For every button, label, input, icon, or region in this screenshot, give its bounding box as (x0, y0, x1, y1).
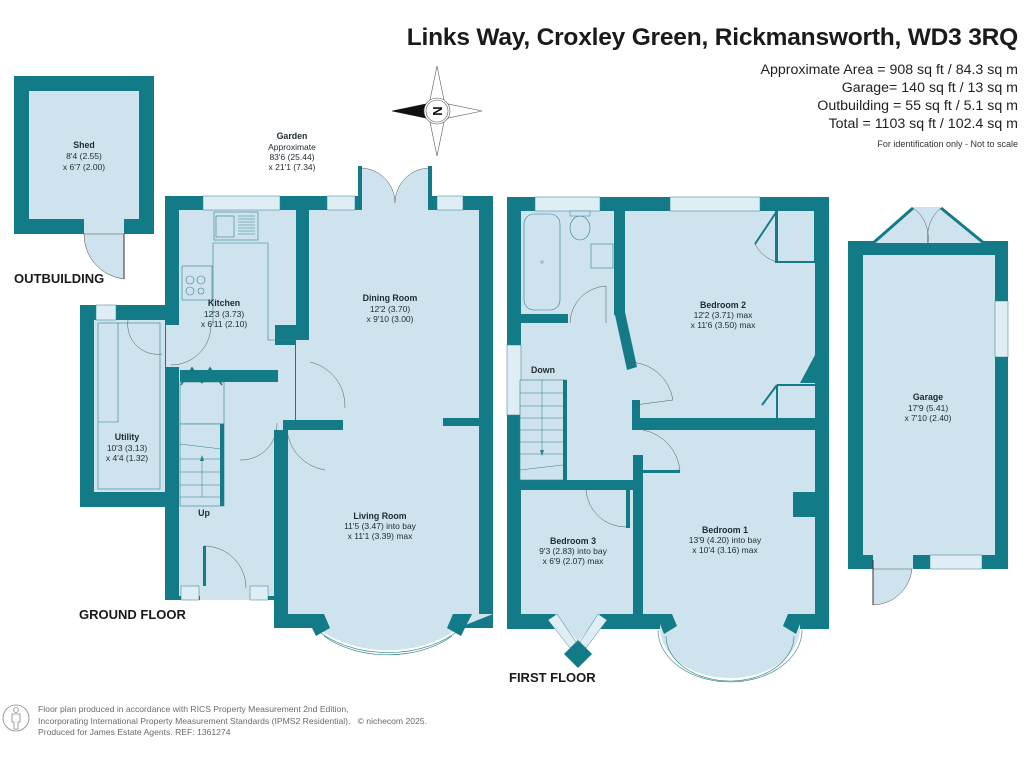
footer-line-2-text: Incorporating International Property Mea… (38, 715, 351, 726)
bedroom-1-dim1: 13'9 (4.20) into bay (689, 535, 762, 545)
kitchen-dim1: 12'3 (3.73) (204, 309, 245, 319)
bedroom-1-dim2: x 10'4 (3.16) max (692, 545, 758, 555)
bedroom-2-dim1: 12'2 (3.71) max (694, 310, 754, 320)
outbuilding-floor-label: OUTBUILDING (14, 271, 104, 286)
copyright: © nichecom 2025. (357, 715, 427, 726)
footer-line-2: Incorporating International Property Mea… (38, 716, 427, 728)
area-outbuilding: Outbuilding = 55 sq ft / 5.1 sq m (817, 98, 1018, 114)
dining-room-dim2: x 9'10 (3.00) (367, 314, 414, 324)
garage-plan: Garage 17'9 (5.41) x 7'10 (2.40) (848, 206, 1009, 606)
dining-room-label: Dining Room (363, 293, 418, 303)
bedroom-1-label: Bedroom 1 (702, 525, 748, 535)
kitchen-dim2: x 6'11 (2.10) (201, 319, 248, 329)
utility-dim1: 10'3 (3.13) (107, 443, 148, 453)
garden-dim1: 83'6 (25.44) (269, 152, 314, 162)
shed-outbuilding: Shed 8'4 (2.55) x 6'7 (2.00) (14, 76, 154, 280)
ground-floor-label: GROUND FLOOR (79, 607, 186, 622)
utility-label: Utility (115, 432, 140, 442)
footer-line-3: Produced for James Estate Agents. REF: 1… (38, 727, 231, 738)
shed-label: Shed (73, 140, 95, 150)
shed-dim1: 8'4 (2.55) (66, 151, 102, 161)
first-floor-label: FIRST FLOOR (509, 670, 596, 685)
stairs-down-label: Down (531, 365, 555, 375)
person-figure-icon (2, 704, 30, 732)
garage-label: Garage (913, 392, 943, 402)
bedroom-3-label: Bedroom 3 (550, 536, 596, 546)
area-total: Total = 1103 sq ft / 102.4 sq m (828, 116, 1018, 132)
footer-line-1: Floor plan produced in accordance with R… (38, 704, 349, 714)
compass-letter: N (430, 106, 445, 115)
bedroom-2-dim2: x 11'6 (3.50) max (691, 320, 757, 330)
stairs-up-label: Up (198, 508, 210, 518)
garage-dim2: x 7'10 (2.40) (905, 413, 952, 423)
footer-text: Floor plan produced in accordance with R… (38, 704, 427, 739)
kitchen-label: Kitchen (208, 298, 240, 308)
garden-dim0: Approximate (268, 142, 316, 152)
first-floor-plan: Down Bedroom 2 12'2 (3.71) max x 11'6 (3… (506, 196, 829, 683)
living-room-dim1: 11'5 (3.47) into bay (344, 521, 417, 531)
dining-room-dim1: 12'2 (3.70) (370, 304, 411, 314)
bedroom-3-dim1: 9'3 (2.83) into bay (539, 546, 608, 556)
bedroom-3-dim2: x 6'9 (2.07) max (543, 556, 604, 566)
garage-dim1: 17'9 (5.41) (908, 403, 949, 413)
bedroom-2-label: Bedroom 2 (700, 300, 746, 310)
garden-label: Garden (277, 131, 308, 141)
area-garage: Garage= 140 sq ft / 13 sq m (841, 80, 1018, 96)
compass-north-icon: N (391, 65, 483, 157)
property-address-title: Links Way, Croxley Green, Rickmansworth,… (406, 24, 1018, 51)
living-room-dim2: x 11'1 (3.39) max (348, 531, 414, 541)
shed-dim2: x 6'7 (2.00) (63, 162, 105, 172)
area-main: Approximate Area = 908 sq ft / 84.3 sq m (760, 62, 1019, 78)
area-summary: Approximate Area = 908 sq ft / 84.3 sq m… (761, 61, 1019, 153)
garden-dim2: x 21'1 (7.34) (269, 162, 316, 172)
utility-dim2: x 4'4 (1.32) (106, 453, 148, 463)
ground-floor-plan: Up Kitchen 12'3 (3.73) x 6'11 (2.10) Din… (80, 166, 493, 656)
living-room-label: Living Room (353, 511, 406, 521)
disclaimer: For identification only - Not to scale (877, 139, 1018, 149)
